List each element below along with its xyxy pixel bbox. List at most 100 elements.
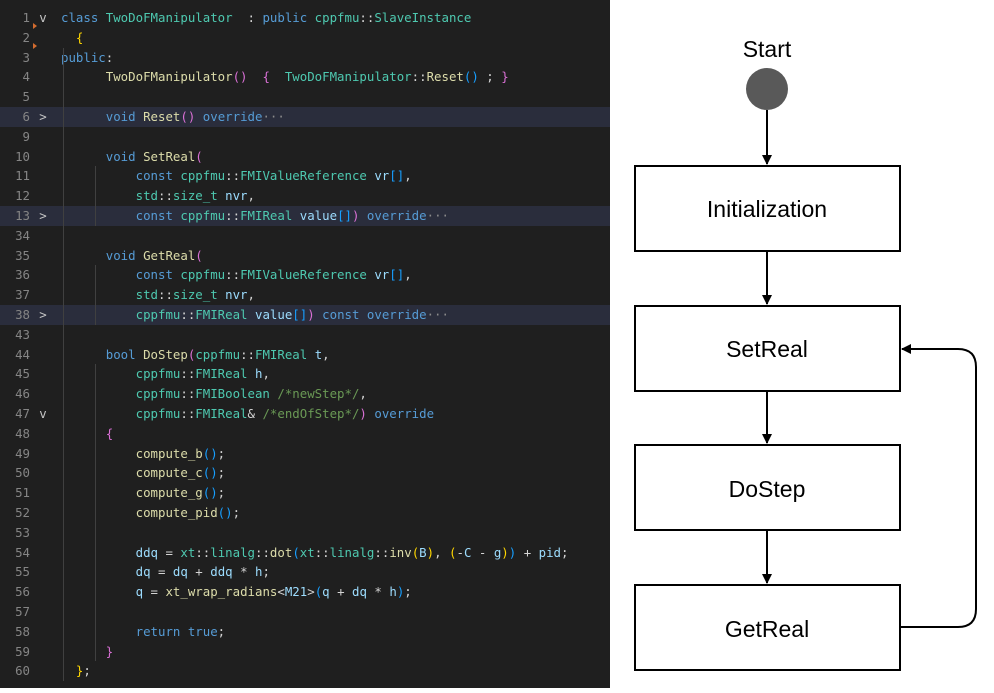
code-line: 11 const cppfmu::FMIValueReference vr[], — [0, 166, 610, 186]
fold-expand-icon[interactable]: > — [39, 208, 47, 223]
code-token: compute_c — [135, 465, 203, 481]
code-line: 36 const cppfmu::FMIValueReference vr[], — [0, 265, 610, 285]
code-text[interactable]: const cppfmu::FMIValueReference vr[], — [61, 265, 412, 285]
code-text[interactable]: void SetReal( — [61, 147, 203, 167]
code-text[interactable]: } — [61, 642, 113, 662]
code-token — [61, 168, 136, 183]
code-text[interactable]: return true; — [61, 622, 226, 642]
code-text[interactable]: compute_c(); — [61, 463, 226, 483]
code-line: 56 q = xt_wrap_radians<M21>(q + dq * h); — [0, 582, 610, 602]
code-token — [61, 465, 136, 480]
line-number: 35 — [15, 247, 30, 263]
code-token: override — [202, 109, 263, 124]
code-text[interactable]: const cppfmu::FMIReal value[]) override·… — [61, 206, 449, 226]
code-token: value — [299, 208, 338, 223]
code-text[interactable]: TwoDoFManipulator() { TwoDoFManipulator:… — [61, 67, 509, 87]
code-token: = — [158, 544, 181, 560]
code-token: SetReal — [143, 148, 196, 164]
code-token: size_t — [172, 287, 226, 303]
fold-collapse-icon[interactable]: v — [39, 10, 47, 25]
line-number: 12 — [15, 188, 30, 204]
code-text[interactable]: cppfmu::FMIReal h, — [61, 364, 270, 384]
code-token: * — [232, 564, 256, 580]
code-line: 57 — [0, 602, 610, 622]
line-number: 48 — [15, 425, 30, 441]
code-text[interactable]: std::size_t nvr, — [61, 186, 255, 206]
code-token: = — [150, 564, 173, 580]
code-token: :: — [411, 69, 427, 85]
code-text[interactable]: bool DoStep(cppfmu::FMIReal t, — [61, 345, 330, 365]
code-token: , — [262, 366, 270, 382]
code-token: public — [262, 10, 315, 25]
code-token: , — [404, 267, 412, 283]
code-token: , — [359, 386, 367, 402]
code-line: 46 cppfmu::FMIBoolean /*newStep*/, — [0, 384, 610, 404]
code-text[interactable]: cppfmu::FMIBoolean /*newStep*/, — [61, 384, 367, 404]
code-token: Reset — [143, 109, 181, 124]
code-token: ; — [404, 584, 412, 600]
code-token: } — [105, 643, 114, 659]
code-token: :: — [158, 287, 173, 303]
code-token: cppfmu — [180, 267, 226, 283]
code-token — [195, 109, 202, 124]
code-token: FMIReal — [195, 366, 255, 382]
line-number: 46 — [15, 386, 30, 402]
code-line: 5 — [0, 87, 610, 107]
line-number: 50 — [15, 465, 30, 481]
line-number: 6 — [22, 109, 30, 124]
code-token: :: — [255, 544, 270, 560]
code-text[interactable]: q = xt_wrap_radians<M21>(q + dq * h); — [61, 582, 412, 602]
line-number: 4 — [22, 69, 30, 85]
line-number: 5 — [22, 89, 30, 105]
code-token: - — [456, 544, 464, 560]
code-text[interactable]: void Reset() override··· — [61, 107, 285, 127]
code-token — [61, 386, 136, 401]
code-text[interactable]: { — [61, 28, 83, 48]
code-token: ) — [307, 307, 315, 322]
code-text[interactable]: std::size_t nvr, — [61, 285, 255, 305]
code-text[interactable]: compute_pid(); — [61, 503, 240, 523]
code-token — [61, 149, 106, 164]
code-token: h — [389, 584, 397, 600]
code-text[interactable]: void GetReal( — [61, 246, 203, 266]
code-line: 12 std::size_t nvr, — [0, 186, 610, 206]
node-getreal-label: GetReal — [725, 616, 809, 642]
code-text[interactable]: class TwoDoFManipulator : public cppfmu:… — [61, 8, 471, 28]
code-text[interactable]: }; — [61, 661, 91, 681]
code-token: true — [187, 623, 218, 639]
line-number: 58 — [15, 623, 30, 639]
code-token: std — [135, 287, 158, 303]
code-token: public — [61, 49, 106, 65]
code-text[interactable]: compute_g(); — [61, 483, 226, 503]
code-token — [61, 347, 106, 362]
code-token: TwoDoFManipulator — [105, 69, 233, 85]
code-token: ; — [217, 445, 226, 461]
code-text[interactable]: cppfmu::FMIReal value[]) const override·… — [61, 305, 449, 325]
gutter-marker — [33, 22, 37, 29]
code-token: pid — [538, 544, 562, 560]
code-token — [61, 307, 136, 322]
code-text[interactable]: const cppfmu::FMIValueReference vr[], — [61, 166, 412, 186]
code-token: C — [463, 544, 472, 560]
code-text[interactable]: public: — [61, 48, 113, 68]
code-token: dot — [269, 544, 293, 560]
code-text[interactable]: { — [61, 424, 113, 444]
code-token: = — [143, 584, 166, 600]
code-token: > — [307, 584, 315, 600]
code-text[interactable]: dq = dq + ddq * h; — [61, 562, 270, 582]
line-number: 53 — [15, 524, 30, 540]
fold-collapse-icon[interactable]: v — [39, 406, 47, 421]
line-number: 56 — [15, 584, 30, 600]
code-token: compute_pid — [135, 505, 218, 520]
line-number: 59 — [15, 643, 30, 659]
line-number: 45 — [15, 366, 30, 382]
code-token: size_t — [172, 188, 226, 204]
code-text[interactable]: compute_b(); — [61, 444, 226, 464]
code-token: cppfmu — [135, 406, 181, 421]
fold-expand-icon[interactable]: > — [39, 109, 47, 124]
fold-expand-icon[interactable]: > — [39, 307, 47, 322]
code-text[interactable]: ddq = xt::linalg::dot(xt::linalg::inv(B)… — [61, 543, 569, 563]
code-token — [61, 446, 136, 461]
code-text[interactable]: cppfmu::FMIReal& /*endOfStep*/) override — [61, 404, 434, 424]
code-line: 54 ddq = xt::linalg::dot(xt::linalg::inv… — [0, 543, 610, 563]
